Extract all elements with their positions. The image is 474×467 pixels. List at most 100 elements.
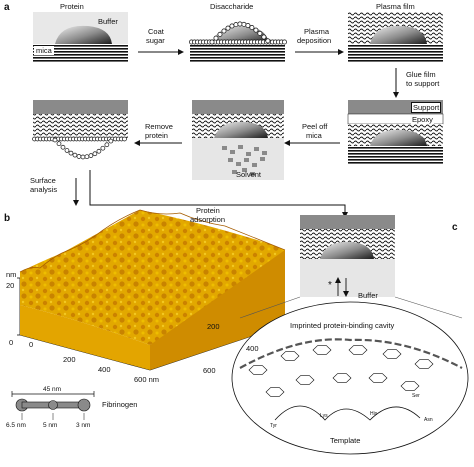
sugar-bead — [56, 141, 62, 147]
protein-fragment — [242, 168, 247, 172]
sugar-bead — [92, 151, 98, 157]
fibrinogen-schematic — [11, 391, 95, 420]
fibrinogen-d1: 6.5 nm — [6, 422, 26, 429]
sugar-ring — [400, 381, 420, 391]
sugar-bead — [88, 153, 94, 158]
label-support: Support — [411, 102, 442, 113]
label-buffer: Buffer — [98, 17, 118, 26]
sugar-ring — [295, 375, 315, 385]
sugar-bead — [237, 21, 243, 27]
sugar-bead — [52, 137, 58, 143]
residue-his: His — [370, 411, 378, 417]
label-protein-2: protein — [145, 131, 168, 140]
sugar-bead — [233, 22, 239, 28]
afm-x-tick-600: 600 nm — [134, 375, 160, 384]
step2-sugar-coated — [189, 21, 287, 62]
afm-x-tick-200: 200 — [63, 355, 76, 364]
sugar-bead — [76, 154, 82, 159]
label-plasma-film: Plasma film — [376, 2, 415, 11]
sugar-bead — [225, 25, 231, 31]
afm-z-unit: nm — [6, 270, 17, 279]
protein-fragment — [232, 170, 237, 174]
sugar-ring — [248, 365, 268, 375]
panel-label-a: a — [4, 2, 10, 13]
panel-c-cavity-schematic — [231, 215, 469, 455]
sugar-ring — [312, 345, 332, 355]
protein-fragment — [244, 158, 249, 162]
protein-fragment — [254, 147, 259, 151]
label-solvent: Solvent — [236, 170, 262, 179]
sugar-ring — [348, 345, 368, 355]
label-surface: Surface — [30, 176, 56, 185]
sugar-ring — [368, 373, 388, 383]
label-to-support: to support — [406, 79, 440, 88]
sugar-bead — [100, 145, 106, 151]
sugar-bead — [96, 148, 102, 154]
label-sugar: sugar — [146, 36, 165, 45]
afm-y-tick-400: 400 — [246, 344, 259, 353]
label-plasma: Plasma — [304, 27, 330, 36]
afm-y-tick-600: 600 — [203, 366, 216, 375]
sugar-bead — [213, 35, 219, 41]
step3-plasma-film — [348, 12, 443, 62]
panel-c-star: * — [328, 280, 332, 291]
label-coat: Coat — [148, 27, 164, 36]
sugar-bead — [245, 23, 251, 28]
residue-asn: Asn — [424, 417, 433, 423]
sugar-bead — [68, 150, 74, 156]
afm-surface-plot — [17, 209, 286, 371]
panel-c-cavity-label: Imprinted protein-binding cavity — [290, 321, 395, 330]
sugar-bead — [265, 38, 271, 44]
sugar-bead — [122, 136, 127, 142]
fibrinogen-length: 45 nm — [43, 386, 62, 393]
panel-label-c: c — [452, 222, 458, 233]
step5-peeled-solvent — [192, 100, 284, 180]
step1-protein-on-mica — [33, 12, 128, 62]
label-epoxy: Epoxy — [411, 115, 434, 124]
sugar-ring — [280, 351, 300, 361]
panel-c-template: Template — [330, 436, 361, 445]
sugar-bead — [60, 144, 66, 150]
panel-c-buffer: Buffer — [358, 291, 378, 300]
protein-fragment — [250, 172, 255, 176]
panel-label-b: b — [4, 213, 11, 224]
sugar-ring — [382, 349, 402, 359]
fibrinogen-name: Fibrinogen — [102, 400, 138, 409]
label-deposition: deposition — [297, 36, 332, 45]
sugar-bead — [257, 30, 263, 36]
label-peel-off: Peel off — [302, 122, 328, 131]
label-glue-film: Glue film — [406, 70, 436, 79]
sugar-bead — [217, 31, 223, 37]
fibrinogen-d2: 5 nm — [43, 422, 58, 429]
protein-fragment — [246, 152, 251, 156]
label-analysis: analysis — [30, 185, 58, 194]
afm-x-tick-0: 0 — [29, 340, 34, 349]
label-adsorption: adsorption — [190, 215, 226, 224]
sugar-bead — [249, 24, 255, 30]
fibrinogen-d3: 3 nm — [76, 422, 91, 429]
sugar-bead — [209, 39, 215, 45]
afm-z-tick-20: 20 — [6, 281, 15, 290]
sugar-bead — [241, 21, 247, 27]
afm-y-tick-200: 200 — [207, 322, 220, 331]
residue-ser: Ser — [412, 393, 420, 399]
residue-lys: Lys — [320, 413, 328, 419]
protein-fragment — [262, 151, 267, 155]
label-protein: Protein — [60, 2, 84, 11]
protein-fragment — [230, 150, 235, 154]
label-disaccharide: Disaccharide — [210, 2, 254, 11]
label-protein-3: Protein — [196, 206, 220, 215]
protein-fragment — [238, 145, 243, 149]
sugar-bead — [282, 39, 287, 45]
sugar-ring — [332, 373, 352, 383]
protein-fragment — [228, 158, 233, 162]
afm-z-tick-0: 0 — [9, 338, 14, 347]
protein-fragment — [222, 146, 227, 150]
sugar-ring — [265, 387, 285, 397]
sugar-bead — [72, 152, 78, 158]
label-mica-2: mica — [306, 131, 322, 140]
step6-imprinted-surface — [32, 100, 128, 160]
label-mica: mica — [34, 46, 54, 55]
sugar-bead — [261, 34, 267, 40]
